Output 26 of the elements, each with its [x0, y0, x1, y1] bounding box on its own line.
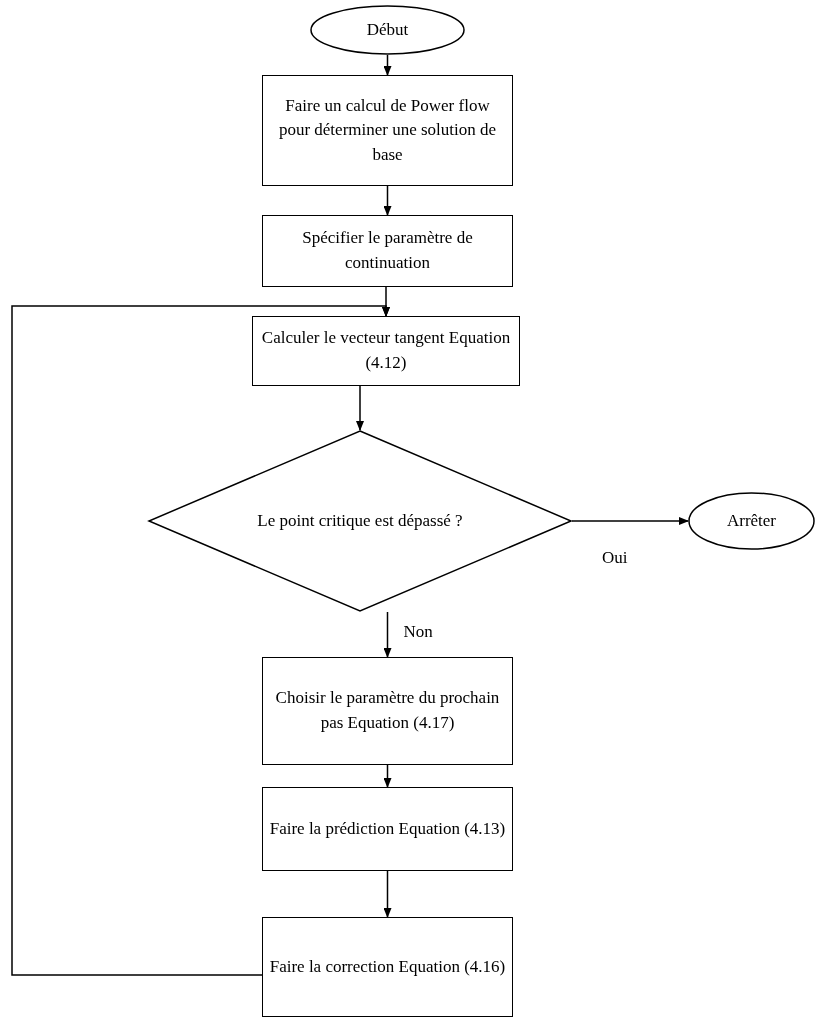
node-text: Faire un calcul de Power flow pour déterminer une solution de base — [277, 94, 498, 166]
node-text: Faire la correction Equation (4.16) — [268, 955, 507, 978]
node-text: Choisir le paramètre du prochain pas Equation (4.17) — [274, 687, 501, 734]
arrow — [383, 870, 392, 918]
process-box — [262, 787, 513, 871]
arrow — [383, 185, 392, 216]
arrow — [356, 385, 364, 431]
node-text: Le point critique est dépassé ? — [256, 509, 464, 532]
node-text: Faire la prédiction Equation (4.13) — [268, 817, 507, 840]
node-text: Arrêter — [725, 509, 778, 532]
decision-diamond — [148, 430, 572, 612]
node-text: Début — [365, 18, 410, 41]
terminal-ellipse — [310, 5, 465, 55]
process-box — [262, 917, 513, 1017]
process-box — [262, 215, 513, 287]
arrow — [11, 305, 390, 976]
arrow — [383, 611, 392, 658]
arrow — [571, 517, 689, 525]
process-box — [252, 316, 520, 386]
node-text: Calculer le vecteur tangent Equation (4.12) — [260, 327, 512, 374]
arrow — [383, 764, 392, 788]
process-box — [262, 657, 513, 765]
terminal-ellipse — [688, 492, 815, 550]
arrow — [383, 54, 392, 76]
process-box — [262, 75, 513, 186]
node-text: Spécifier le paramètre de continuation — [301, 227, 474, 274]
